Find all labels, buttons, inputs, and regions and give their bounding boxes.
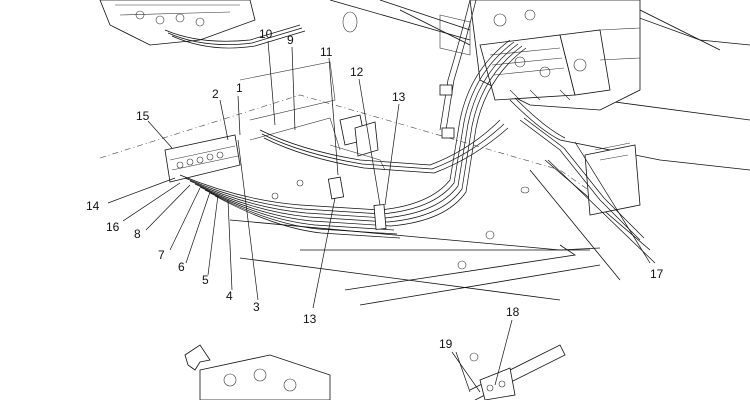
control-valve-top-right <box>469 0 641 111</box>
callout-labels: 1 2 3 4 5 6 7 8 9 10 11 12 13 13 14 15 1… <box>86 27 664 351</box>
callout-8: 8 <box>134 227 141 241</box>
valve-block-bottom-left <box>184 344 331 400</box>
callout-7: 7 <box>158 248 165 262</box>
callout-6: 6 <box>178 260 185 274</box>
hose-bundle <box>179 0 645 241</box>
callout-17: 17 <box>650 267 664 281</box>
callout-5: 5 <box>202 273 209 287</box>
right-side-tank <box>584 142 641 216</box>
bottom-right-bracket <box>469 344 566 400</box>
callout-16: 16 <box>106 220 120 234</box>
hose-clamps <box>327 84 455 230</box>
callout-10: 10 <box>259 27 273 41</box>
callout-1: 1 <box>236 81 243 95</box>
callout-13-bottom: 13 <box>303 312 317 326</box>
leader-lines <box>107 40 656 393</box>
callout-9: 9 <box>287 33 294 47</box>
callout-11: 11 <box>320 45 333 59</box>
callout-3: 3 <box>253 300 260 314</box>
callout-15: 15 <box>136 109 150 123</box>
center-bracket <box>329 114 386 171</box>
callout-19: 19 <box>439 337 453 351</box>
callout-12: 12 <box>350 65 364 79</box>
callout-13-top: 13 <box>392 90 406 104</box>
left-manifold <box>164 134 241 183</box>
valve-block-top-left <box>99 0 306 49</box>
callout-4: 4 <box>226 289 233 303</box>
callout-2: 2 <box>212 87 219 101</box>
callout-18: 18 <box>506 305 520 319</box>
callout-14: 14 <box>86 199 100 213</box>
